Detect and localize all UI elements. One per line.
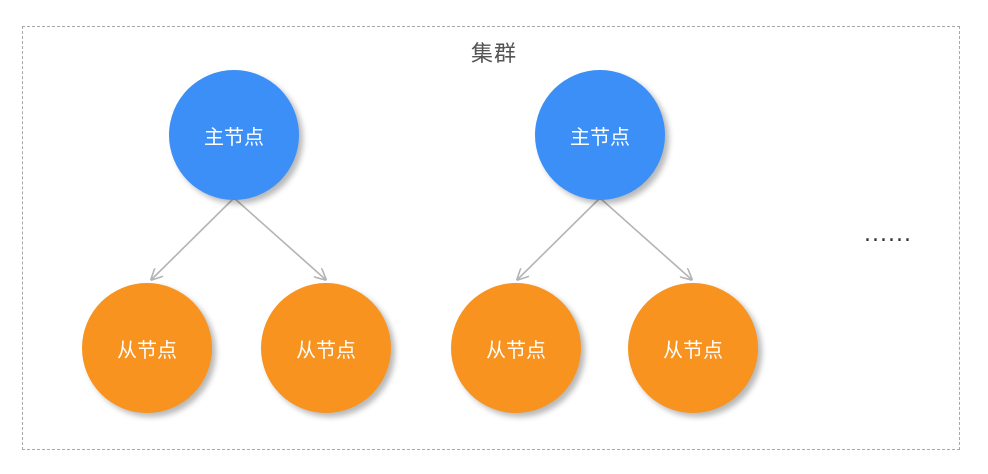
slave-node-2-1: 从节点 [451,283,581,413]
slave-node-1-1: 从节点 [82,283,212,413]
master-node-2: 主节点 [535,70,665,200]
more-groups-ellipsis: ...... [864,222,912,247]
master-node-label: 主节点 [204,124,264,149]
master-node-label: 主节点 [570,124,630,149]
cluster-title: 集群 [470,42,517,67]
edge-master1-slave2 [233,197,325,279]
cluster-boundary [22,26,960,450]
edge-master1-slave1 [152,197,235,279]
edge-master2-slave1 [518,197,601,279]
master-node-1: 主节点 [169,70,299,200]
slave-node-label: 从节点 [486,337,546,362]
slave-node-1-2: 从节点 [261,283,391,413]
slave-node-label: 从节点 [296,337,356,362]
slave-node-label: 从节点 [663,337,723,362]
edge-master2-slave2 [599,197,691,279]
slave-node-2-2: 从节点 [628,283,758,413]
slave-node-label: 从节点 [117,337,177,362]
